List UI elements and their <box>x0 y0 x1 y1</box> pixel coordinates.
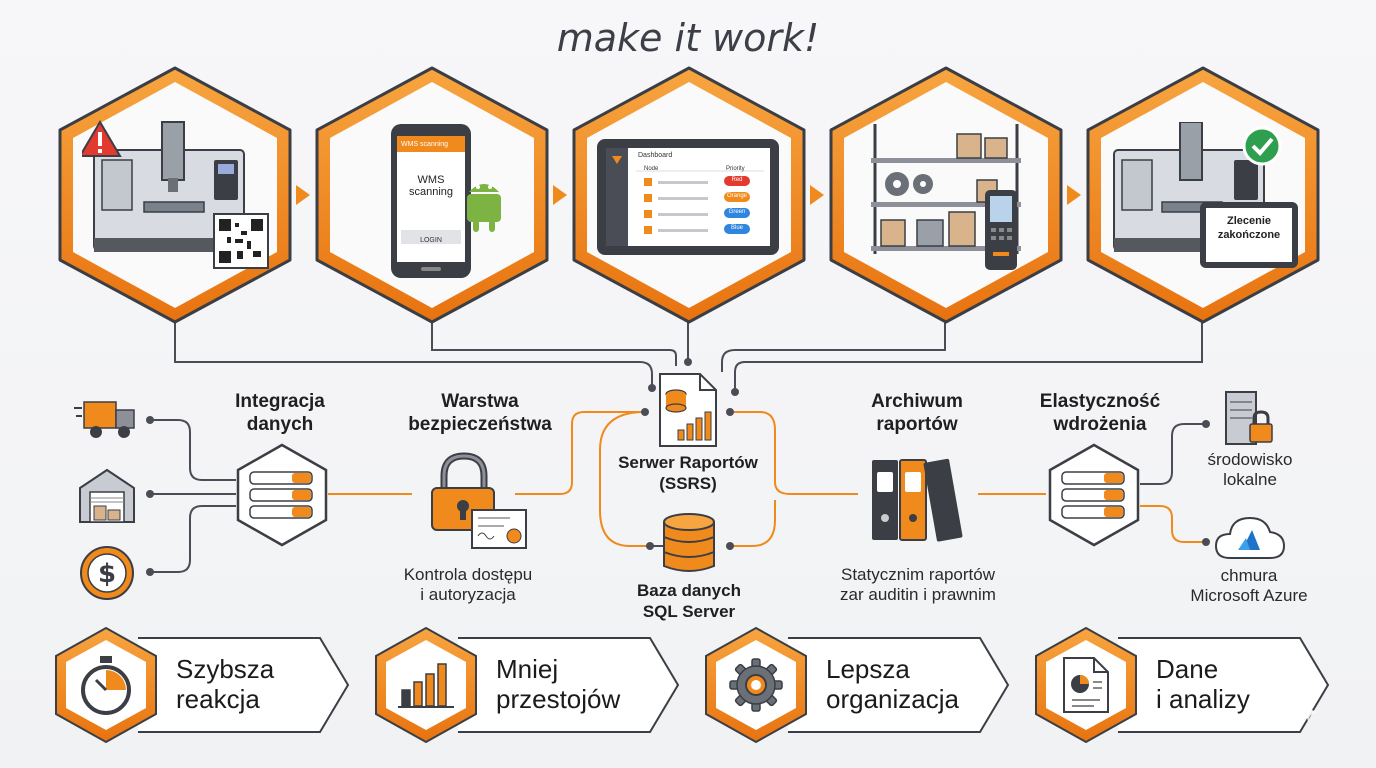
benefit-less-downtime: Mniej przestojów <box>372 624 682 746</box>
badge-orange: Orange <box>726 193 747 199</box>
wms-screen-header: WMS scanning <box>401 141 449 148</box>
workflow-step-wms-phone: WMS scanning WMS scanning LOGIN <box>309 64 555 326</box>
report-document-icon <box>659 373 717 447</box>
flexibility-server-icon <box>1048 443 1140 547</box>
svg-text:$: $ <box>98 559 116 589</box>
dollar-coin-icon: $ <box>80 546 134 600</box>
report-pie-chart-icon <box>1063 657 1109 713</box>
archive-label: Archiwum raportów <box>871 391 963 435</box>
dashboard-col-priority: Priority <box>726 166 745 172</box>
benefit-better-organization: Lepsza organizacja <box>702 624 1012 746</box>
wms-login-button[interactable]: LOGIN <box>420 237 442 244</box>
tablet-dashboard-icon <box>597 139 779 255</box>
flexibility-label: Elastyczność wdrożenia <box>1039 391 1161 435</box>
bar-chart-icon <box>398 663 454 708</box>
dashboard-col-node: Node <box>644 166 659 172</box>
badge-red: Red <box>731 177 743 183</box>
delivery-truck-icon <box>74 401 135 438</box>
cnc-machine-warning-qr-icon <box>82 120 269 269</box>
benefit-2-label: Mniej przestojów <box>496 654 621 714</box>
wms-screen-text: WMS scanning <box>408 174 454 198</box>
badge-green: Green <box>728 209 746 215</box>
stopwatch-icon <box>81 656 131 715</box>
database-icon <box>663 513 715 572</box>
warehouse-building-icon <box>79 468 135 523</box>
integration-server-icon <box>236 443 328 547</box>
cloud-deployment-label: chmura Microsoft Azure <box>1190 566 1308 605</box>
android-phone-icon <box>391 124 501 278</box>
database-label: Baza danych SQL Server <box>637 581 741 621</box>
azure-cloud-icon <box>1214 516 1286 559</box>
page-title: make it work! <box>556 16 820 60</box>
workflow-step-warehouse <box>823 64 1069 326</box>
workflow-step-dashboard: Dashboard Node Priority Red Orange Green… <box>566 64 812 326</box>
benefit-data-analytics: Dane i analizy <box>1032 624 1332 746</box>
local-deployment-label: środowisko lokalne <box>1207 450 1293 489</box>
benefit-1-label: Szybsza reakcja <box>176 654 275 714</box>
order-done-text: Zlecenie zakończone <box>1217 215 1281 241</box>
archive-caption: Statycznim raportów zar auditin i prawni… <box>840 565 996 604</box>
benefit-3-label: Lepsza organizacja <box>826 654 959 714</box>
archive-binders-icon <box>872 458 963 542</box>
integration-label: Integracja danych <box>235 391 325 435</box>
padlock-certificate-icon <box>431 452 527 549</box>
security-label: Warstwa bezpieczeństwa <box>408 391 552 435</box>
badge-blue: Blue <box>730 225 743 231</box>
workflow-step-machine-alert <box>52 64 298 326</box>
gear-icon <box>729 658 783 712</box>
local-server-lock-icon <box>1225 391 1273 445</box>
dashboard-header: Dashboard <box>638 152 673 159</box>
benefit-4-label: Dane i analizy <box>1156 654 1250 714</box>
report-server-label: Serwer Raportów (SSRS) <box>618 453 758 493</box>
security-caption: Kontrola dostępu i autoryzacja <box>403 565 533 604</box>
warehouse-shelf-scanner-icon <box>871 124 1021 270</box>
sparkle-icon <box>1298 702 1318 722</box>
cnc-machine-check-icon <box>1113 122 1298 268</box>
workflow-step-order-done: Zlecenie zakończone <box>1080 64 1326 326</box>
benefit-faster-reaction: Szybsza reakcja <box>52 624 352 746</box>
